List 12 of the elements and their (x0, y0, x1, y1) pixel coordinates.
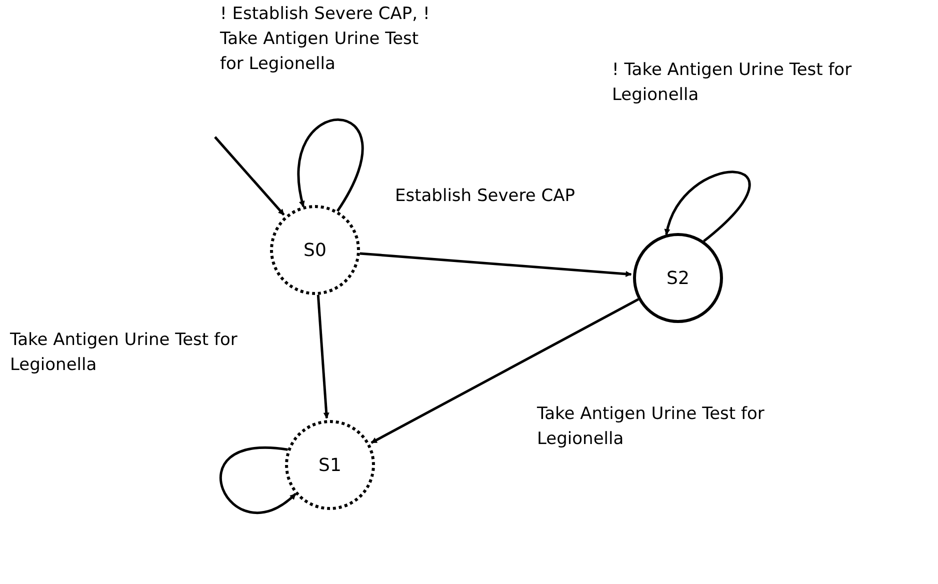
state-circle (270, 205, 360, 295)
state-circle (633, 233, 723, 323)
arrow (220, 446, 296, 514)
arrow (370, 298, 639, 444)
state-label: S0 (304, 240, 326, 260)
state-label: S2 (666, 268, 690, 288)
state-circle (285, 420, 375, 510)
arrow (360, 252, 632, 277)
arrow (214, 136, 285, 216)
arrow (665, 170, 750, 242)
state-label: S1 (318, 454, 342, 476)
arrow (297, 118, 364, 212)
